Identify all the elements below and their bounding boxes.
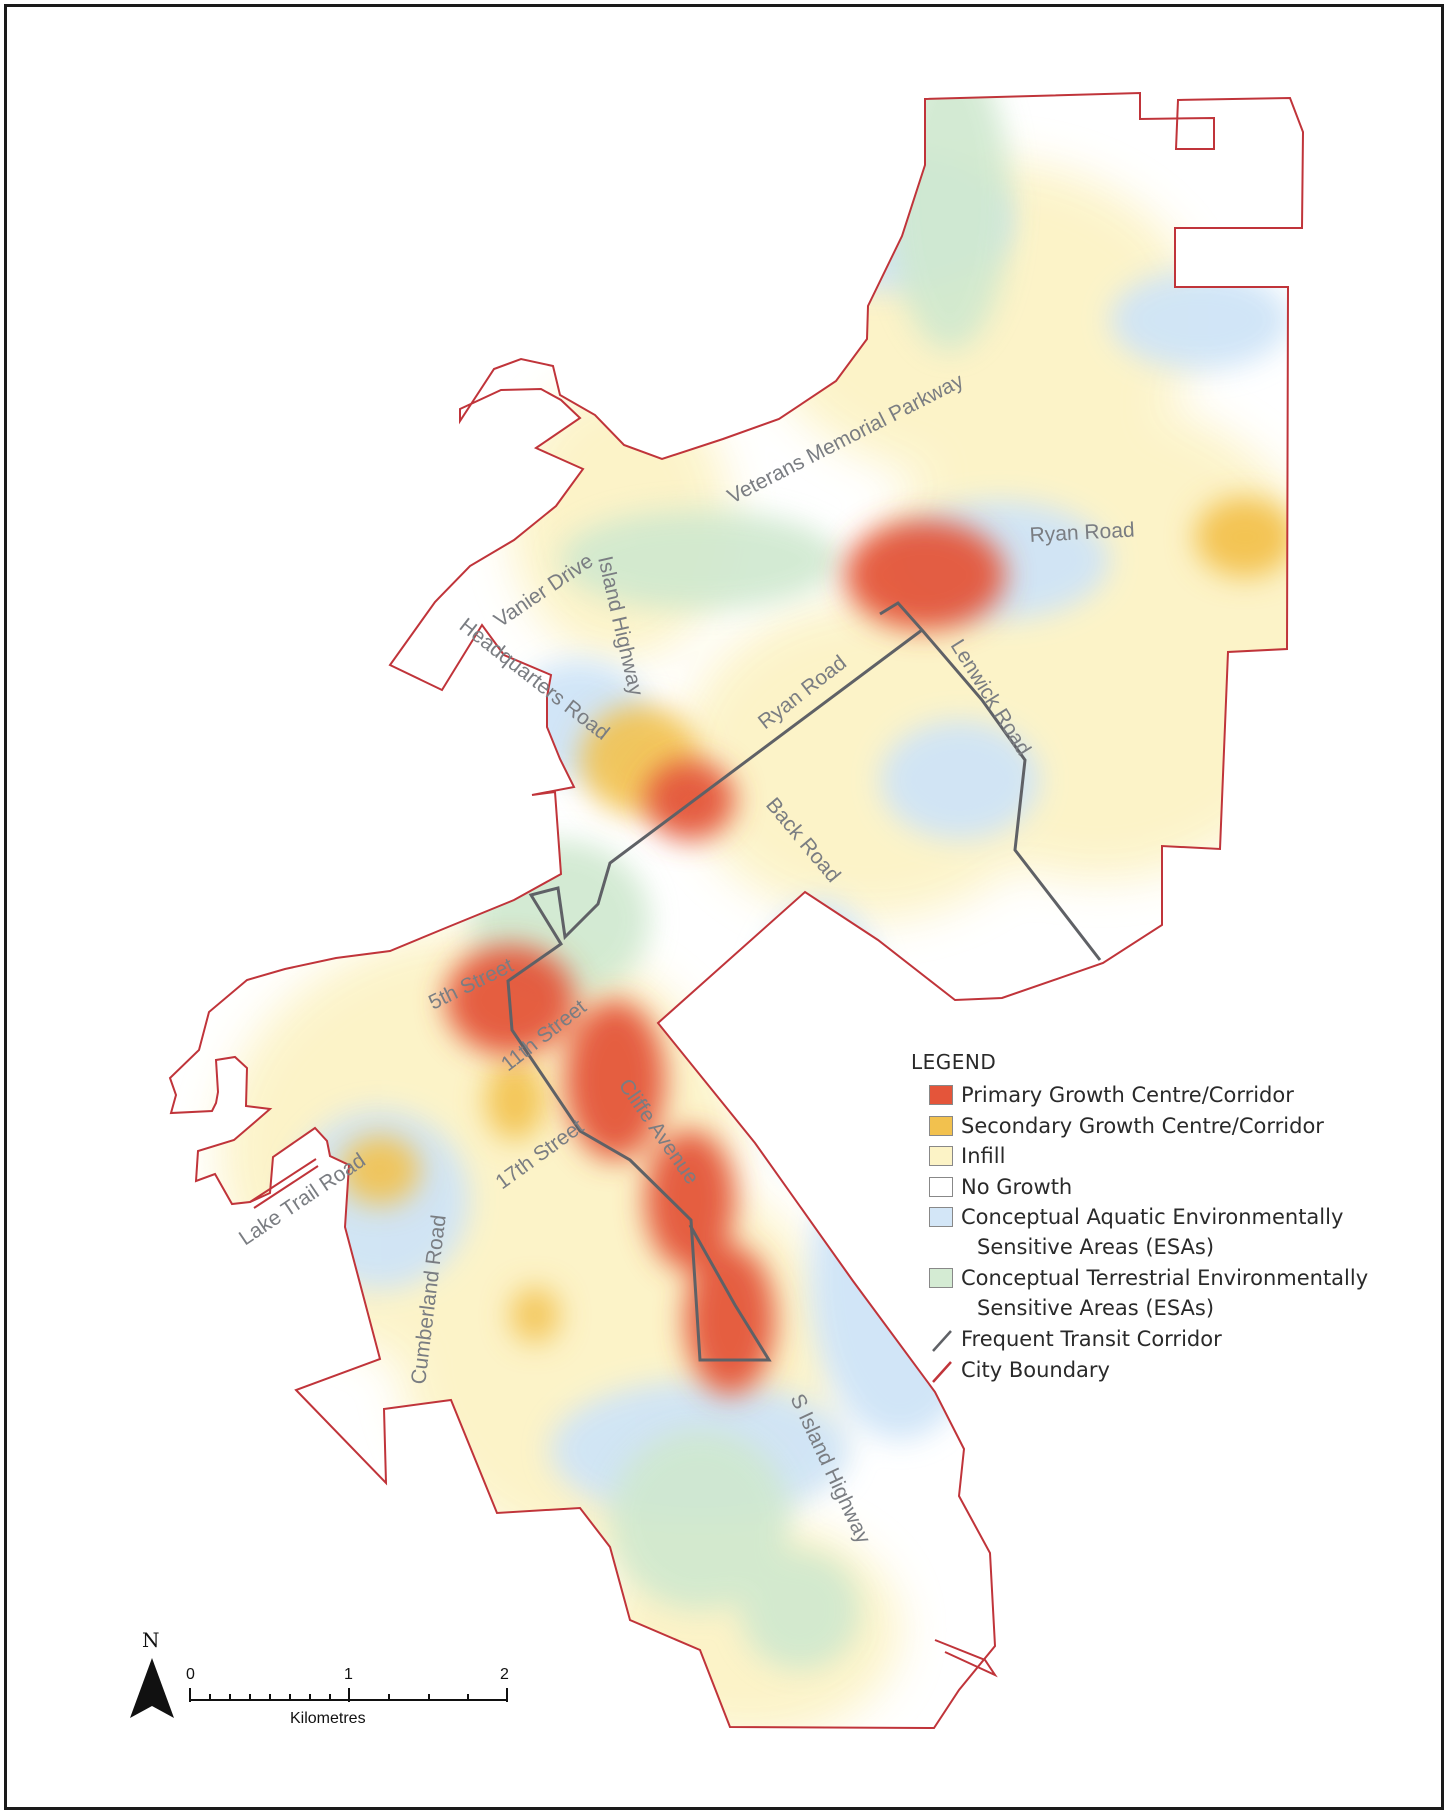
legend-line-symbol <box>932 1360 952 1383</box>
scale-tick-2: 2 <box>500 1666 509 1683</box>
legend-swatch <box>929 1268 953 1288</box>
legend-line-symbol <box>932 1330 952 1352</box>
legend-label: Infill <box>961 1144 1006 1168</box>
legend-swatch <box>929 1146 953 1166</box>
scale-tick-0: 0 <box>186 1666 195 1683</box>
legend-swatch <box>929 1085 953 1105</box>
legend-label: Secondary Growth Centre/Corridor <box>961 1113 1324 1138</box>
legend-label: Conceptual Terrestrial Environmentally <box>961 1266 1369 1290</box>
legend-item: Secondary Growth Centre/Corridor <box>905 1111 1385 1142</box>
legend-item: Infill <box>905 1141 1385 1172</box>
legend-label-line2: Sensitive Areas (ESAs) <box>977 1296 1215 1320</box>
transit-corridor-ryan <box>506 601 1102 1362</box>
legend-label: Primary Growth Centre/Corridor <box>961 1083 1294 1107</box>
city-boundary <box>168 91 1305 1730</box>
legend-item: No Growth <box>905 1172 1385 1203</box>
road-label-ryan-road-east: Ryan Road <box>1029 519 1135 547</box>
legend-item: Primary Growth Centre/Corridor <box>905 1080 1385 1111</box>
legend-item: Frequent Transit Corridor <box>905 1324 1385 1355</box>
legend-swatch <box>929 1176 953 1197</box>
legend-swatch <box>929 1115 953 1136</box>
north-label: N <box>142 1628 160 1652</box>
legend-label-line2: Sensitive Areas (ESAs) <box>977 1235 1215 1259</box>
city-boundary-spur-south <box>934 1639 998 1678</box>
scale-bar: 0 1 2 Kilometres <box>180 1660 520 1730</box>
legend-swatch <box>929 1207 953 1227</box>
legend-item: City Boundary <box>905 1355 1385 1386</box>
legend-label: Conceptual Aquatic Environmentally <box>961 1205 1344 1229</box>
scale-bar-graphic <box>189 1688 508 1702</box>
north-arrow: N <box>122 1628 182 1728</box>
scale-unit-label: Kilometres <box>290 1710 366 1727</box>
legend-label: Frequent Transit Corridor <box>961 1327 1222 1351</box>
scale-tick-1: 1 <box>344 1666 353 1683</box>
north-arrow-icon <box>130 1658 174 1718</box>
legend-label: No Growth <box>961 1174 1073 1199</box>
legend-title: LEGEND <box>911 1050 997 1074</box>
city-boundary-spur <box>249 1158 319 1209</box>
legend-label: City Boundary <box>961 1357 1110 1382</box>
